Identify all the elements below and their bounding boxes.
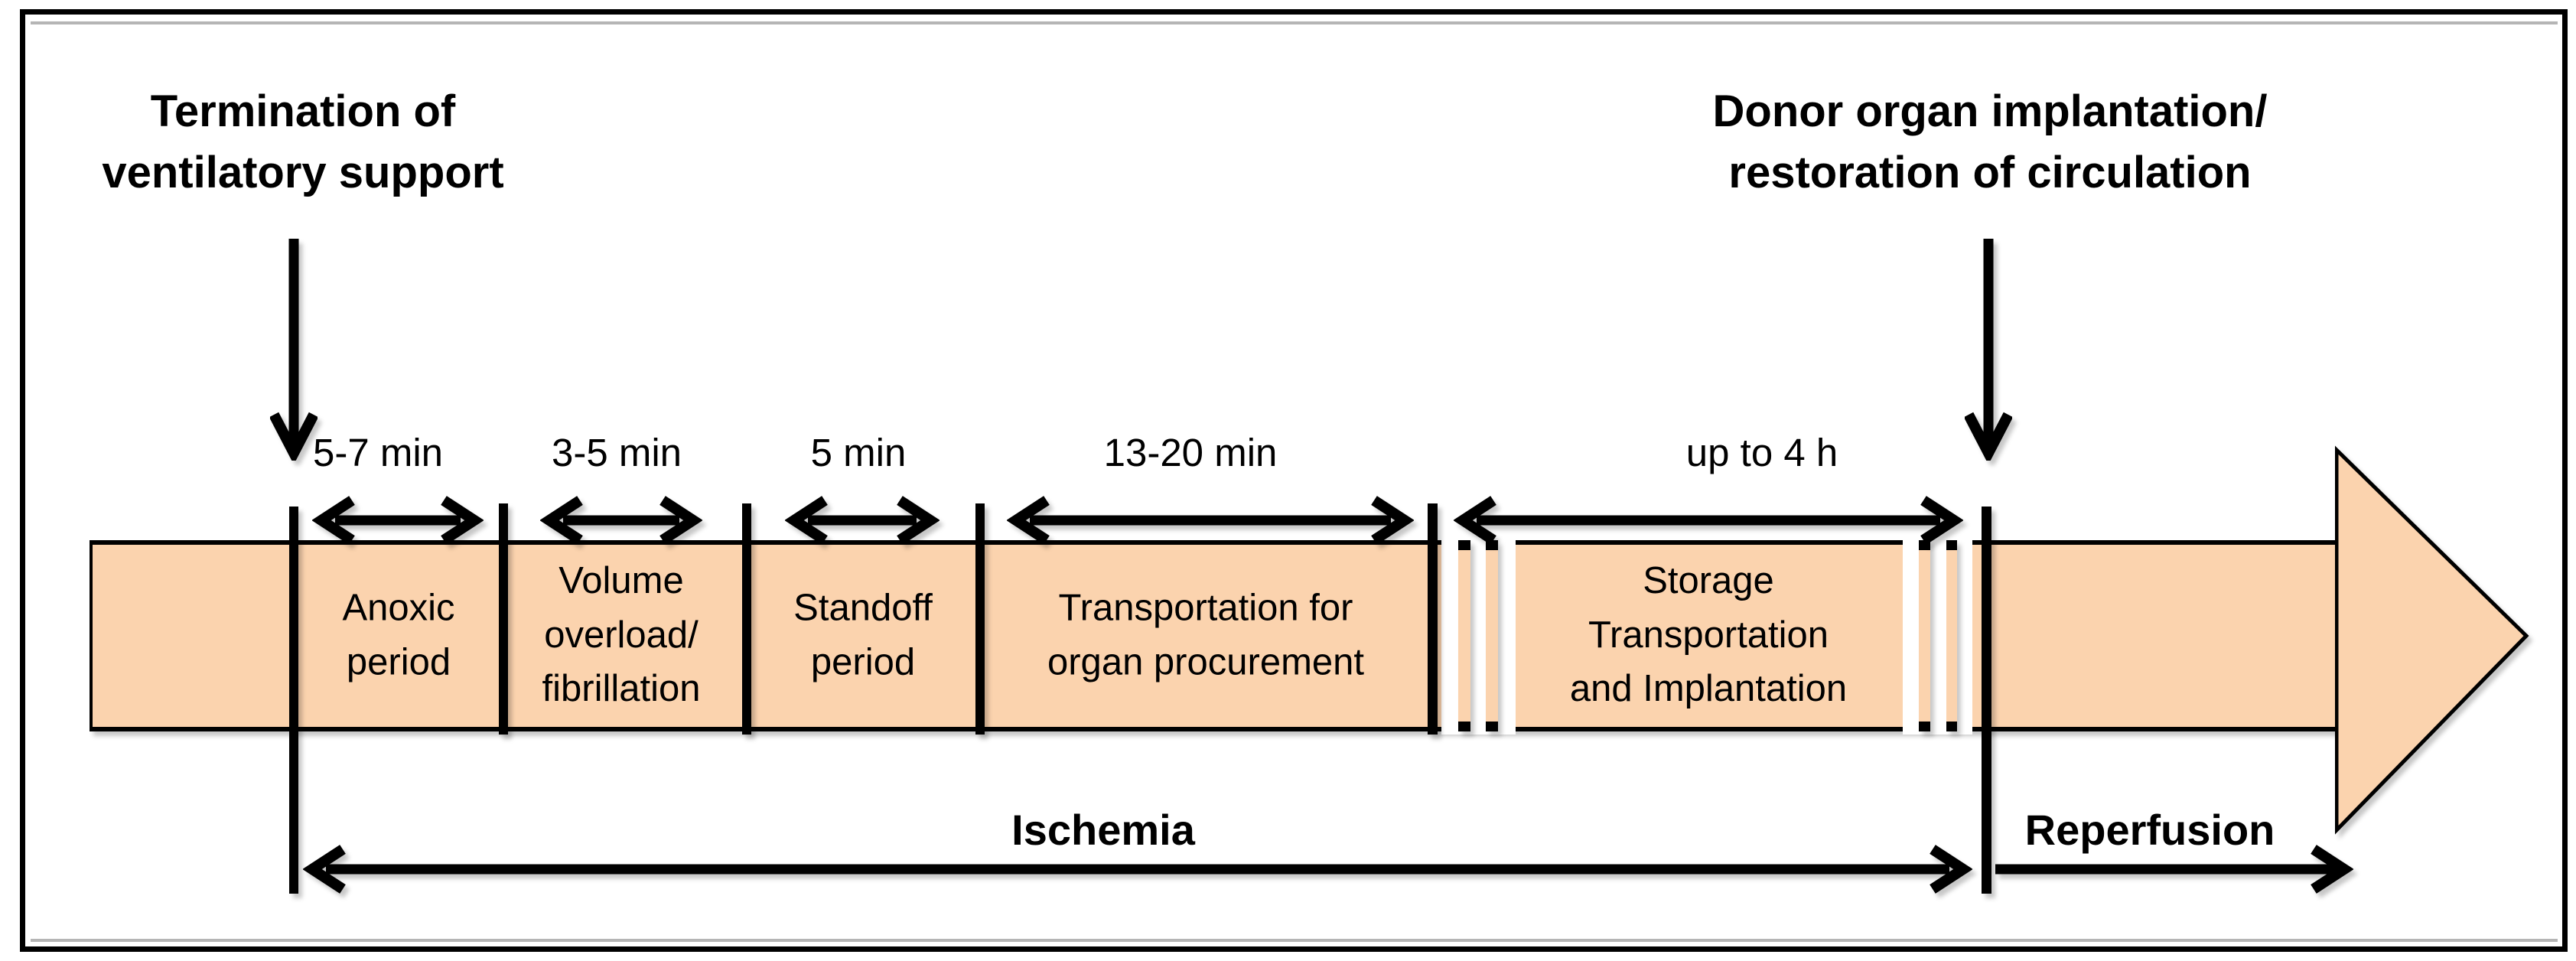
duration-range-arrow-icon — [540, 496, 702, 545]
segment-label: Storage Transportation and Implantation — [1569, 560, 1848, 710]
duration-range-arrow-icon — [1454, 496, 1963, 545]
band-break-stripe — [1946, 540, 1957, 731]
termination-annotation: Termination of ventilatory support — [102, 86, 504, 198]
segment-label: Anoxic period — [342, 587, 455, 682]
termination-marker-line — [289, 507, 298, 894]
donor-down-arrow-icon — [1965, 239, 2012, 461]
band-break — [1441, 535, 1516, 735]
duration-range-arrow-icon — [312, 496, 484, 545]
band-break-stripe — [1486, 540, 1498, 731]
ischemia-range-arrow-icon — [303, 845, 1972, 894]
duration-range-arrow-icon — [1007, 496, 1414, 545]
reperfusion-marker-line — [1982, 507, 1991, 894]
duration-label: up to 4 h — [1685, 431, 1838, 474]
segment-divider — [742, 503, 751, 735]
figure-frame — [20, 9, 2568, 952]
duration-label: 13-20 min — [1103, 431, 1278, 474]
segment-divider — [975, 503, 985, 735]
duration-label: 3-5 min — [551, 431, 682, 474]
frame-bevel-top — [31, 21, 2558, 24]
duration-label: 5-7 min — [312, 431, 444, 474]
donor-annotation: Donor organ implantation/ restoration of… — [1712, 86, 2268, 198]
frame-bevel-bottom — [31, 939, 2558, 942]
band-break-stripe — [1458, 540, 1470, 731]
segment-label: Standoff period — [793, 587, 933, 682]
band-break — [1903, 535, 1972, 735]
segment-divider — [499, 503, 508, 735]
reperfusion-arrow-icon — [1995, 845, 2353, 894]
band-break-stripe — [1919, 540, 1930, 731]
duration-range-arrow-icon — [785, 496, 940, 545]
segment-label: Volume overload/ fibrillation — [542, 560, 701, 710]
reperfusion-label: Reperfusion — [2024, 806, 2275, 854]
timeline-arrowhead-icon — [2335, 445, 2529, 835]
ischemia-label: Ischemia — [1011, 806, 1195, 854]
segment-divider — [1428, 503, 1438, 735]
duration-label: 5 min — [810, 431, 907, 474]
termination-down-arrow-icon — [270, 239, 318, 461]
segment-label: Transportation for organ procurement — [1047, 587, 1365, 682]
